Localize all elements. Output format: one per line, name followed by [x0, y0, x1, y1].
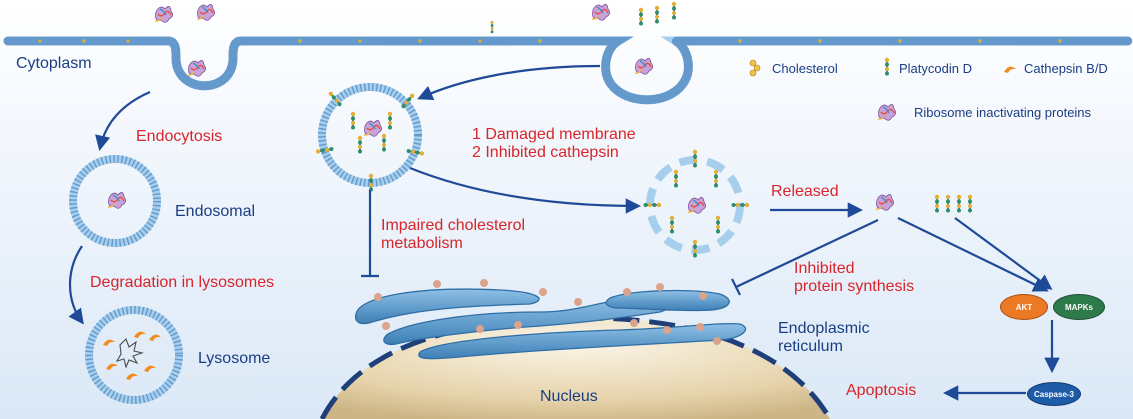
arrow-endocytosis — [95, 90, 151, 152]
released-molecules — [875, 193, 974, 214]
disrupted-vesicle — [642, 149, 751, 259]
protein-synthesis-label: Inhibited protein synthesis — [794, 260, 915, 295]
mechanism-label: 1 Damaged membrane 2 Inhibited cathepsin — [472, 126, 636, 161]
lysosome-vesicle — [85, 306, 183, 404]
arrow-to-akt-mapks — [897, 217, 1049, 292]
arrows — [68, 64, 1060, 401]
arrow-degradation — [68, 245, 84, 325]
endosomal-label: Endosomal — [175, 203, 256, 220]
released-label: Released — [771, 183, 839, 200]
endocytosis-label: Endocytosis — [136, 128, 223, 145]
nucleus-label: Nucleus — [540, 388, 598, 405]
akt-node: AKT — [1000, 294, 1048, 320]
degradation-label: Degradation in lysosomes — [90, 274, 275, 291]
legend-platycodin: Platycodin D — [899, 61, 972, 76]
mapks-node: MAPKs — [1053, 294, 1105, 320]
damaged-vesicle — [314, 83, 426, 193]
legend-cholesterol: Cholesterol — [772, 61, 838, 76]
arrow-to-damaged-vesicle — [417, 64, 601, 100]
plasma-membrane — [3, 36, 1133, 105]
legend-cathepsin: Cathepsin B/D — [1024, 61, 1108, 76]
cholesterol-metabolism-label: Impaired cholesterol metabolism — [381, 217, 526, 252]
caspase-node: Caspase-3 — [1027, 382, 1081, 406]
legend-rip: Ribosome inactivating proteins — [914, 105, 1092, 120]
lysosome-label: Lysosome — [198, 350, 271, 367]
endosome — [69, 155, 161, 247]
apoptosis-label: Apoptosis — [846, 382, 917, 399]
inhibit-protein-synthesis — [735, 219, 879, 288]
membrane-cholesterol-marks — [38, 39, 1062, 43]
er-ribosomes — [374, 279, 721, 345]
endoplasmic-reticulum — [354, 288, 746, 360]
membrane-platycodin-row — [489, 20, 495, 34]
arrow-to-disrupted-vesicle — [409, 166, 642, 214]
er-label: Endoplasmic reticulum — [778, 320, 870, 355]
cytoplasm-label: Cytoplasm — [16, 55, 92, 72]
arrow-pd-to-mapks — [954, 217, 1053, 290]
